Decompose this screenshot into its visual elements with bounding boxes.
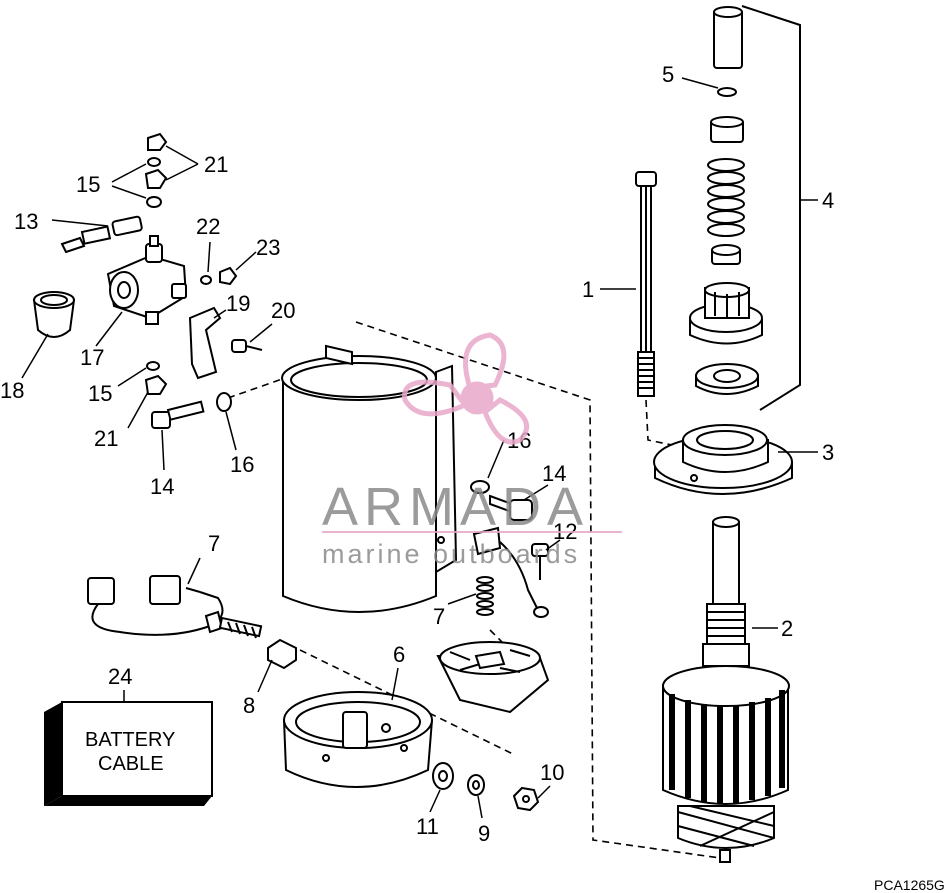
callout-5: 5 (662, 62, 674, 87)
callout-18: 18 (0, 378, 24, 403)
drive-assembly (689, 5, 801, 411)
callout-2: 2 (781, 616, 793, 641)
callout-14-left: 14 (150, 474, 174, 499)
callout-10: 10 (540, 760, 564, 785)
battery-box-line2: CABLE (98, 753, 164, 775)
battery-cable-box: BATTERY CABLE (44, 701, 213, 806)
battery-box-line1: BATTERY (85, 729, 175, 751)
watermark-tagline: marine outboards (322, 539, 580, 569)
callout-22: 22 (196, 214, 220, 239)
armature (662, 516, 790, 863)
callout-6: 6 (393, 642, 405, 667)
callout-24: 24 (108, 664, 132, 689)
callout-19: 19 (226, 291, 250, 316)
callout-11: 11 (416, 814, 439, 839)
commutator-end-cap (282, 691, 434, 788)
leader-lines (21, 77, 818, 819)
callout-17: 17 (80, 345, 104, 370)
callout-7-mid: 7 (433, 604, 445, 629)
through-bolt (635, 171, 657, 397)
solenoid-assembly (32, 132, 263, 429)
callout-labels: 1 2 3 4 5 6 7 7 8 9 10 11 12 13 14 14 15… (0, 62, 834, 846)
callout-15-bottom: 15 (88, 381, 112, 406)
armada-watermark: ARMADA marine outboards (322, 332, 622, 569)
callout-15-top: 15 (76, 172, 100, 197)
bottom-hardware (267, 638, 540, 812)
callout-8: 8 (243, 693, 255, 718)
callout-7-top: 7 (208, 531, 220, 556)
callout-14-right: 14 (542, 461, 566, 486)
callout-16-left: 16 (230, 452, 254, 477)
callout-21-top: 21 (204, 152, 228, 177)
callout-23: 23 (256, 235, 280, 260)
callout-20: 20 (271, 298, 295, 323)
callout-21-bottom: 21 (94, 426, 118, 451)
propeller-logo-icon (402, 332, 530, 445)
callout-3: 3 (822, 440, 834, 465)
callout-9: 9 (478, 821, 490, 846)
callout-4: 4 (822, 188, 834, 213)
field-frame (281, 344, 458, 613)
brush-lead-set (87, 575, 263, 639)
drive-end-cap (653, 424, 793, 495)
callout-13: 13 (14, 209, 38, 234)
callout-1: 1 (582, 277, 594, 302)
watermark-brand: ARMADA (322, 477, 589, 537)
figure-code: PCA1265G (874, 877, 945, 893)
brush-parts (436, 480, 550, 714)
